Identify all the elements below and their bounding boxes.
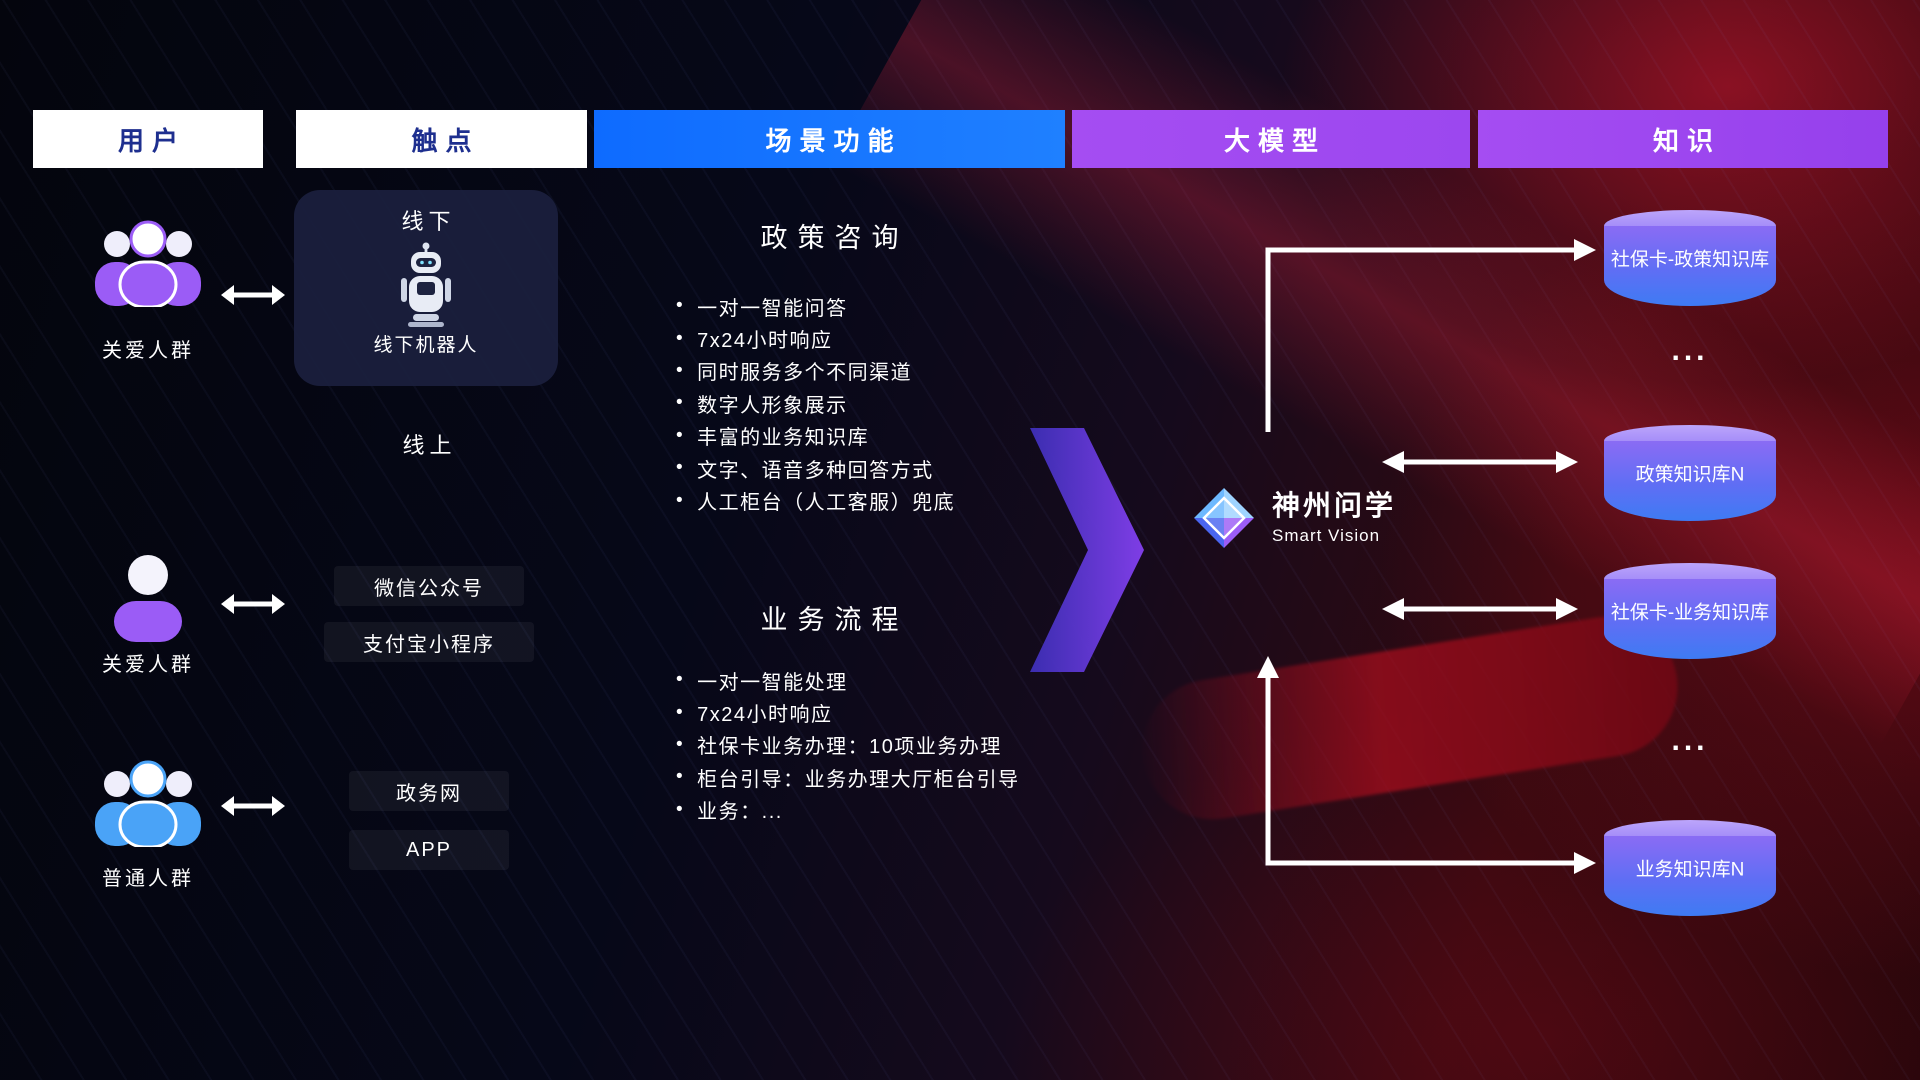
feature-bullet: 一对一智能处理 bbox=[676, 664, 1020, 696]
feature-bullet: 7x24小时响应 bbox=[676, 322, 955, 354]
user-group-label: 普通人群 bbox=[102, 868, 194, 890]
bidirectional-arrow-icon bbox=[221, 285, 285, 305]
model-subtitle: Smart Vision bbox=[1272, 525, 1381, 545]
knowledge-db-cylinder: 政策知识库N bbox=[1604, 425, 1776, 521]
feature-bullet: 同时服务多个不同渠道 bbox=[676, 355, 955, 387]
feature-bullet: 一对一智能问答 bbox=[676, 290, 955, 322]
offline-touchpoint-card: 线下 线下机器人 bbox=[294, 190, 558, 386]
scene-section-title-policy: 政策咨询 bbox=[760, 223, 909, 253]
feature-bullet: 人工柜台（人工客服）兜底 bbox=[676, 484, 955, 516]
column-header-touchpoints: 触点 bbox=[296, 110, 587, 168]
column-header-scene-functions: 场景功能 bbox=[594, 110, 1065, 168]
model-brand: 神州问学 Smart Vision bbox=[1192, 486, 1396, 550]
model-name: 神州问学 bbox=[1272, 490, 1397, 522]
column-header-knowledge: 知识 bbox=[1478, 110, 1888, 168]
column-header-users: 用户 bbox=[33, 110, 263, 168]
offline-title: 线下 bbox=[401, 209, 456, 234]
column-header-large-model: 大模型 bbox=[1072, 110, 1470, 168]
scene-section-title-business: 业务流程 bbox=[760, 605, 909, 635]
knowledge-db-label: 社保卡-业务知识库 bbox=[1610, 602, 1770, 624]
feature-bullet: 社保卡业务办理：10项业务办理 bbox=[676, 729, 1020, 761]
knowledge-db-cylinder: 社保卡-业务知识库 bbox=[1604, 563, 1776, 659]
person-icon bbox=[114, 555, 182, 642]
knowledge-db-cylinder: 社保卡-政策知识库 bbox=[1604, 210, 1776, 306]
knowledge-db-label: 社保卡-政策知识库 bbox=[1610, 249, 1770, 271]
feature-bullet: 柜台引导：业务办理大厅柜台引导 bbox=[676, 761, 1020, 793]
feature-bullet: 丰富的业务知识库 bbox=[676, 420, 955, 452]
feature-bullet: 业务：... bbox=[676, 794, 1020, 826]
people-group-icon bbox=[95, 220, 201, 307]
touchpoint-gov-web: 政务网 bbox=[349, 771, 509, 811]
online-title: 线上 bbox=[402, 433, 457, 458]
scene-policy-bullet-list: 一对一智能问答 7x24小时响应 同时服务多个不同渠道 数字人形象展示 丰富的业… bbox=[676, 290, 955, 517]
ellipsis-dots: ... bbox=[1671, 334, 1709, 367]
robot-icon bbox=[401, 242, 451, 327]
flow-arrow-icon bbox=[1030, 428, 1144, 672]
people-group-icon bbox=[95, 760, 201, 847]
knowledge-db-label: 业务知识库N bbox=[1635, 859, 1745, 881]
feature-bullet: 数字人形象展示 bbox=[676, 387, 955, 419]
bidirectional-arrow-icon bbox=[221, 594, 285, 614]
touchpoint-wechat: 微信公众号 bbox=[334, 566, 524, 606]
user-group-label: 关爱人群 bbox=[102, 340, 194, 362]
knowledge-db-cylinder: 业务知识库N bbox=[1604, 820, 1776, 916]
offline-robot-label: 线下机器人 bbox=[373, 335, 479, 356]
diamond-logo-icon bbox=[1194, 488, 1254, 548]
feature-bullet: 7x24小时响应 bbox=[676, 696, 1020, 728]
feature-bullet: 文字、语音多种回答方式 bbox=[676, 452, 955, 484]
touchpoint-app: APP bbox=[349, 830, 509, 870]
touchpoint-alipay-miniapp: 支付宝小程序 bbox=[324, 622, 534, 662]
scene-business-bullet-list: 一对一智能处理 7x24小时响应 社保卡业务办理：10项业务办理 柜台引导：业务… bbox=[676, 664, 1020, 826]
user-group-label: 关爱人群 bbox=[102, 654, 194, 676]
bidirectional-arrow-icon bbox=[221, 796, 285, 816]
knowledge-db-label: 政策知识库N bbox=[1635, 464, 1745, 486]
ellipsis-dots: ... bbox=[1671, 724, 1709, 757]
